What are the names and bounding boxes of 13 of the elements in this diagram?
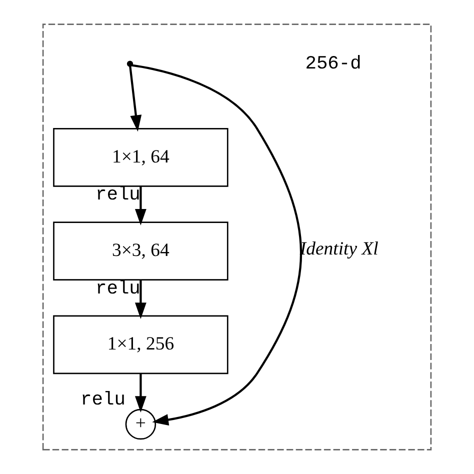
arrow [132, 64, 302, 426]
arrow [134, 374, 146, 412]
node-point [126, 60, 134, 67]
node-circle: + [125, 408, 156, 440]
node-box: 1×1, 256 [53, 315, 228, 374]
cluster [42, 24, 432, 450]
node-label: relu [80, 388, 126, 410]
node-box: 1×1, 64 [53, 128, 228, 187]
arrow [134, 280, 146, 319]
arrow [134, 186, 146, 226]
arrow [129, 66, 142, 132]
node-box: 3×3, 64 [53, 222, 228, 280]
label: 256-d [305, 52, 362, 75]
